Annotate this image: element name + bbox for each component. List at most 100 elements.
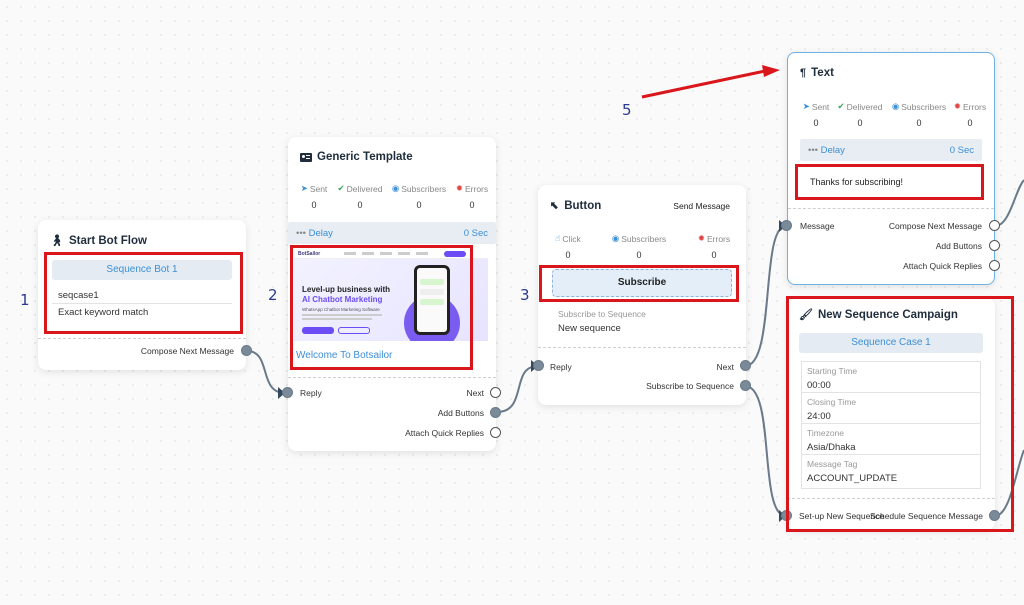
user-circle-icon: ◉	[391, 183, 400, 193]
text-node-title: Text	[811, 67, 834, 79]
compose-next-message-port: Compose Next Message	[140, 346, 234, 356]
text-in-handle[interactable]	[781, 220, 792, 231]
generic-add-buttons-handle[interactable]	[490, 407, 501, 418]
sequence-case-label[interactable]: Sequence Case 1	[799, 333, 983, 353]
sequence-out-handle[interactable]	[989, 510, 1000, 521]
paint-bucket-icon: 🖌︎	[799, 309, 813, 321]
text-quick-replies-handle[interactable]	[989, 260, 1000, 271]
button-node[interactable]: ⬉ Button Send Message ☝Click 0 ◉Subscrib…	[538, 185, 746, 405]
add-buttons-port: Add Buttons	[437, 408, 484, 418]
connector-generic-to-button	[496, 365, 539, 413]
template-preview-image: BotSailor Level-up business with AI Chat…	[294, 249, 488, 341]
subscribe-button[interactable]: Subscribe	[552, 269, 732, 297]
stat-subscribers: ◉Subscribers 0	[611, 233, 667, 260]
stat-errors: ✹Errors 0	[455, 183, 489, 210]
subscribe-sequence-label: Subscribe to Sequence	[558, 309, 646, 319]
keyword-value: seqcase1	[58, 290, 99, 301]
sequence-node-title: New Sequence Campaign	[817, 308, 958, 321]
button-next-handle[interactable]	[740, 360, 751, 371]
generic-quick-replies-handle[interactable]	[490, 427, 501, 438]
preview-brand: BotSailor	[298, 251, 321, 257]
stat-sent: ➤Sent 0	[300, 183, 328, 210]
match-type-value: Exact keyword match	[58, 307, 149, 318]
paper-plane-icon: ➤	[300, 183, 308, 193]
message-tag-value[interactable]: ACCOUNT_UPDATE	[807, 473, 898, 484]
generic-in-handle[interactable]	[282, 387, 293, 398]
sequence-in-handle[interactable]	[781, 510, 792, 521]
check-circle-icon: ✔	[837, 101, 845, 111]
text-message-content: Thanks for subscribing!	[810, 177, 904, 187]
next-port: Next	[716, 362, 734, 372]
stat-sent: ➤Sent 0	[802, 101, 830, 128]
user-circle-icon: ◉	[891, 101, 900, 111]
cursor-icon: ⬉	[550, 200, 560, 212]
send-message-action[interactable]: Send Message	[673, 201, 730, 211]
dots-icon: •••	[808, 144, 818, 156]
timezone-value[interactable]: Asia/Dhaka	[807, 442, 856, 453]
paper-plane-icon: ➤	[802, 101, 810, 111]
message-port: Message	[800, 221, 835, 231]
starting-time-value[interactable]: 00:00	[807, 380, 831, 391]
button-node-title: Button	[564, 199, 602, 212]
subscribe-sequence-value[interactable]: New sequence	[558, 323, 621, 334]
delay-bar[interactable]: ••• Delay 0 Sec	[800, 139, 982, 161]
closing-time-value[interactable]: 24:00	[807, 411, 831, 422]
start-node-title: Start Bot Flow	[68, 234, 147, 247]
hand-pointer-icon: ☝	[555, 233, 561, 243]
check-circle-icon: ✔	[337, 183, 345, 193]
reply-port: Reply	[550, 362, 572, 372]
annotation-number-1: 1	[20, 291, 30, 309]
paragraph-icon: ¶	[800, 67, 807, 79]
text-next-handle[interactable]	[989, 220, 1000, 231]
stat-errors: ✹Errors 0	[953, 101, 987, 128]
annotation-number-2: 2	[268, 286, 278, 304]
button-sequence-handle[interactable]	[740, 380, 751, 391]
bug-icon: ✹	[455, 183, 463, 193]
text-add-buttons-handle[interactable]	[989, 240, 1000, 251]
preview-headline-2: AI Chatbot Marketing	[302, 295, 383, 304]
sequence-campaign-node[interactable]: 🖌︎ New Sequence Campaign Sequence Case 1…	[787, 298, 995, 530]
user-circle-icon: ◉	[611, 233, 620, 243]
arrow-head-5	[762, 65, 780, 77]
closing-time-label: Closing Time	[807, 397, 857, 407]
stat-errors: ✹Errors 0	[697, 233, 731, 260]
bug-icon: ✹	[697, 233, 705, 243]
add-buttons-port: Add Buttons	[935, 241, 982, 251]
id-card-icon	[300, 152, 312, 162]
preview-sub-1: WhatsApp Chatbot Marketing Software	[302, 307, 380, 312]
generic-node-title: Generic Template	[317, 151, 413, 163]
setup-new-sequence-port: Set-up New Sequence	[799, 511, 885, 521]
generic-next-handle[interactable]	[490, 387, 501, 398]
connector-start-to-generic	[246, 350, 286, 394]
sequence-bot-label[interactable]: Sequence Bot 1	[52, 260, 232, 280]
stat-click: ☝Click 0	[555, 233, 581, 260]
button-in-handle[interactable]	[533, 360, 544, 371]
start-out-handle[interactable]	[241, 345, 252, 356]
delay-bar[interactable]: ••• Delay 0 Sec	[288, 222, 496, 244]
stat-subscribers: ◉Subscribers 0	[891, 101, 947, 128]
connector-offscreen-2	[994, 449, 1024, 517]
connector-offscreen-1	[994, 179, 1024, 227]
connector-button-to-sequence	[744, 385, 787, 517]
connector-arrow-generic	[278, 387, 285, 399]
annotation-arrow-5	[641, 69, 766, 99]
start-bot-flow-node[interactable]: 🚶︎ Start Bot Flow Sequence Bot 1 seqcase…	[38, 220, 246, 370]
stat-delivered: ✔Delivered 0	[837, 101, 883, 128]
annotation-number-5: 5	[622, 101, 632, 119]
template-card-title: Welcome To Botsailor	[296, 350, 393, 361]
connector-button-to-text	[744, 225, 787, 367]
stat-subscribers: ◉Subscribers 0	[391, 183, 447, 210]
message-tag-label: Message Tag	[807, 459, 858, 469]
schedule-sequence-message-port: Schedule Sequence Message	[870, 511, 983, 521]
next-port: Next	[466, 388, 484, 398]
text-node[interactable]: ¶ Text ➤Sent 0 ✔Delivered 0 ◉Subscribers…	[787, 52, 995, 285]
bug-icon: ✹	[953, 101, 961, 111]
reply-port: Reply	[300, 388, 322, 398]
preview-headline-1: Level-up business with	[302, 285, 391, 294]
subscribe-to-sequence-port: Subscribe to Sequence	[646, 381, 734, 391]
starting-time-label: Starting Time	[807, 366, 858, 376]
timezone-label: Timezone	[807, 428, 845, 438]
stat-delivered: ✔Delivered 0	[337, 183, 383, 210]
dots-icon: •••	[296, 227, 306, 239]
generic-template-node[interactable]: Generic Template ➤Sent 0 ✔Delivered 0 ◉S…	[288, 137, 496, 451]
